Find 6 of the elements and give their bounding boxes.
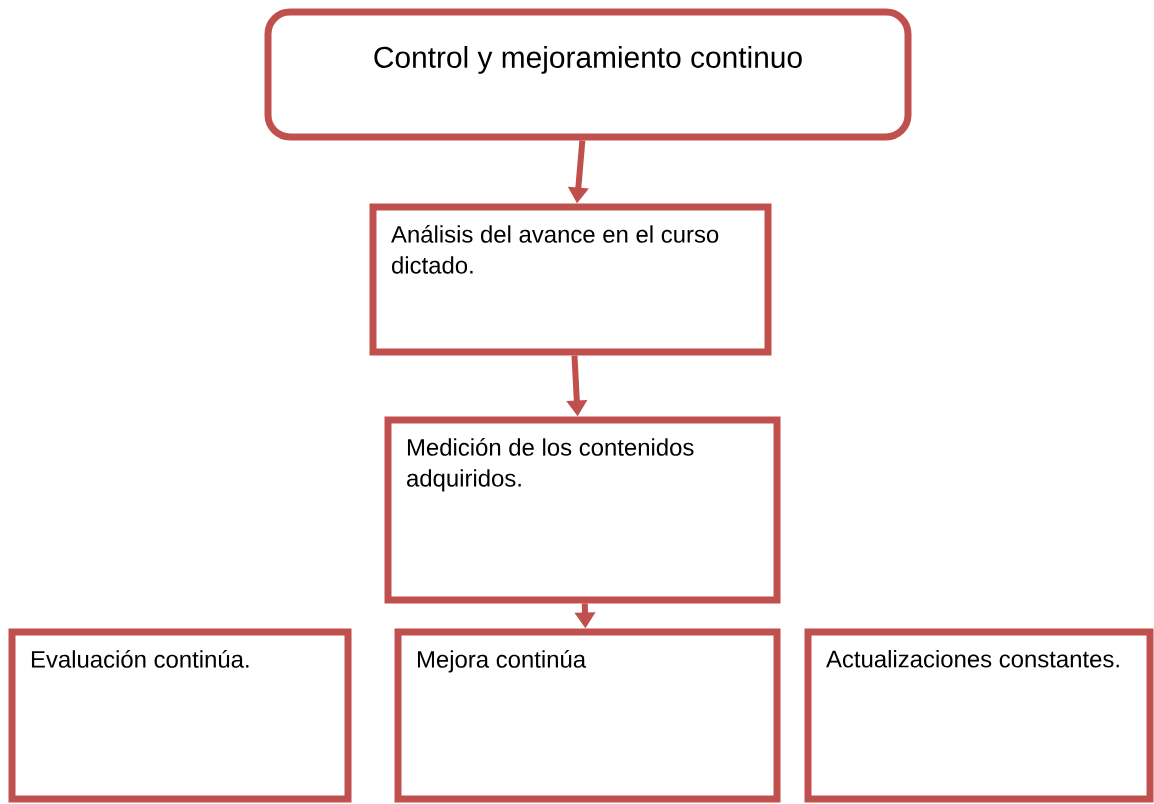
process-box: Análisis del avance en el curso dictado.	[369, 203, 772, 356]
process-box: Medición de los contenidos adquiridos.	[384, 416, 781, 604]
process-box: Actualizaciones constantes.	[804, 628, 1154, 803]
rounded-box: Control y mejoramiento continuo	[264, 8, 912, 141]
process-box: Mejora continúa	[394, 628, 781, 803]
process-box: Evaluación continúa.	[8, 628, 352, 803]
